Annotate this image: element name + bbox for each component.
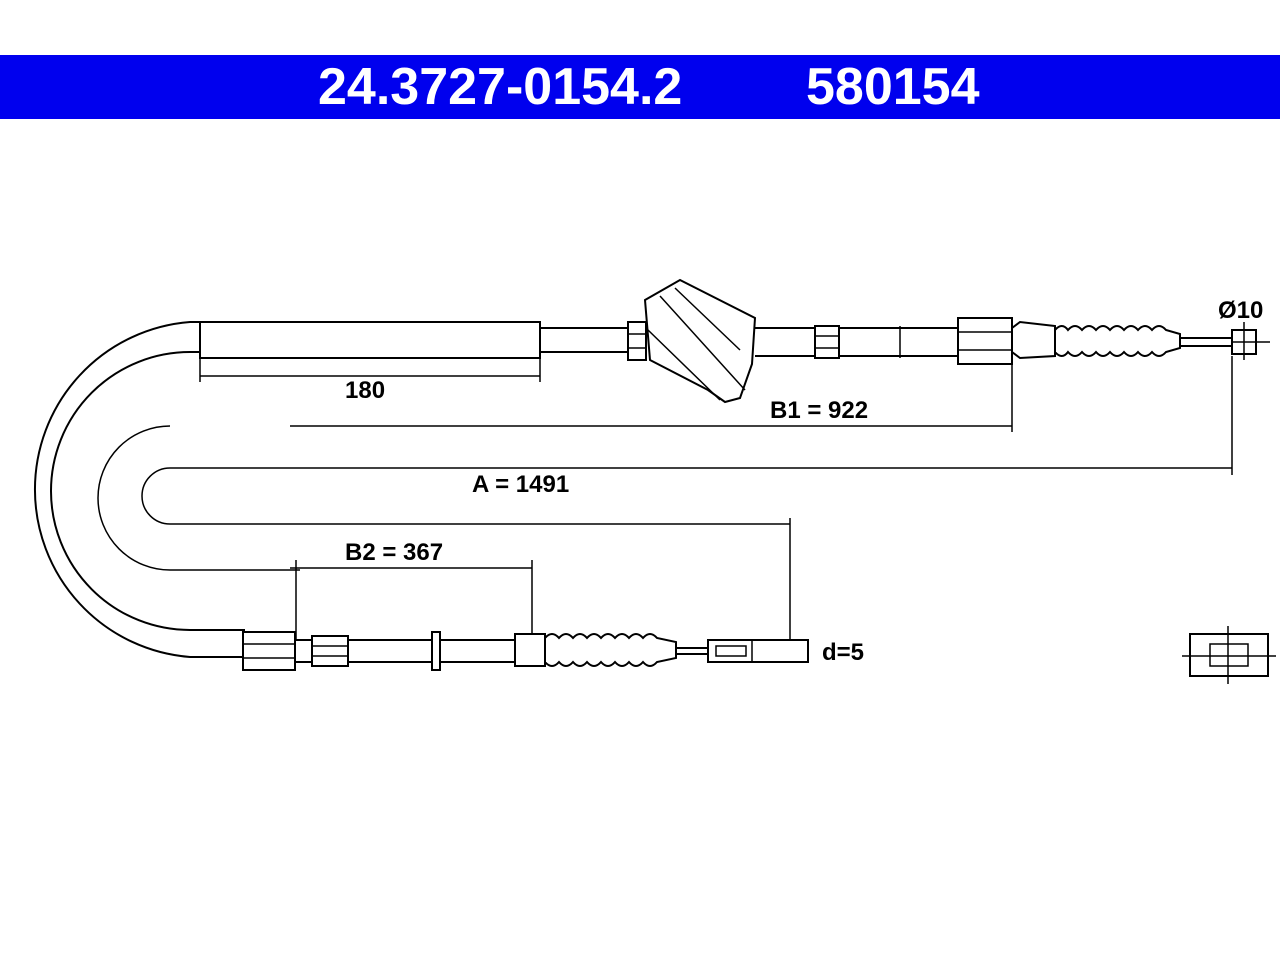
cable-outer-line <box>34 321 245 658</box>
end-diameter-label: Ø10 <box>1218 297 1263 324</box>
b1-label: B1 = 922 <box>770 397 868 424</box>
hex-nut <box>627 321 647 361</box>
fork-end <box>707 639 809 663</box>
title-banner: 24.3727-0154.2 580154 <box>0 55 1280 119</box>
fork-end-view <box>1189 633 1269 677</box>
sleeve-length-label: 180 <box>345 377 385 404</box>
cable-inner-line <box>50 351 245 631</box>
end-fitting-upper <box>957 317 1013 365</box>
b2-label: B2 = 367 <box>345 539 443 566</box>
reference-number: 580154 <box>806 58 980 116</box>
a-label: A = 1491 <box>472 471 569 498</box>
end-width-label: d=5 <box>822 639 864 666</box>
boot-lower <box>544 633 677 667</box>
cable-sleeve <box>199 321 541 359</box>
boot-upper <box>1054 325 1181 357</box>
end-fitting-lower <box>242 631 296 671</box>
part-number: 24.3727-0154.2 <box>318 58 683 116</box>
